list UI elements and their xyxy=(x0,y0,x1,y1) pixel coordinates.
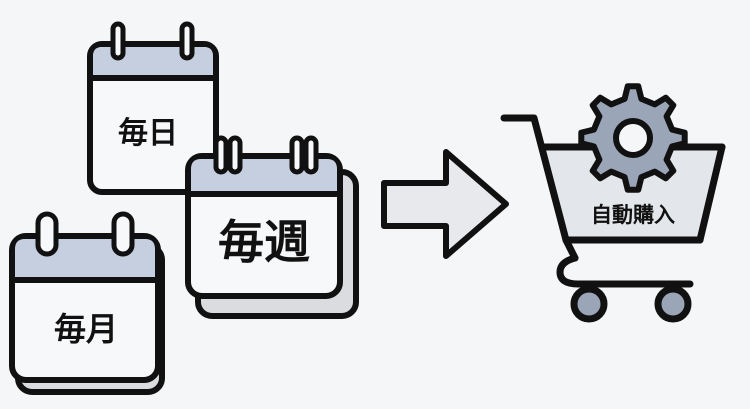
calendar-weekly-ring-1 xyxy=(213,135,229,175)
cart-wheel-left xyxy=(570,285,608,323)
calendar-daily-label: 毎日 xyxy=(118,116,178,151)
calendar-weekly-label: 毎週 xyxy=(218,215,310,269)
calendar-weekly-ring-2 xyxy=(227,135,243,175)
right-arrow-icon xyxy=(381,149,509,259)
calendar-weekly-ring-4 xyxy=(303,135,319,175)
shopping-cart-icon: 自動購入 xyxy=(500,83,726,323)
calendar-monthly-ring-right xyxy=(111,211,135,257)
calendar-daily-ring-left xyxy=(110,21,126,61)
gear-icon xyxy=(578,83,688,193)
calendar-daily: 毎日 xyxy=(87,21,219,195)
calendar-weekly-ring-3 xyxy=(289,135,305,175)
calendar-monthly: 毎月 xyxy=(9,211,165,395)
calendar-daily-ring-right xyxy=(179,21,195,61)
cart-wheel-right xyxy=(654,285,692,323)
calendar-monthly-ring-left xyxy=(35,211,59,257)
calendar-weekly: 毎週 xyxy=(185,135,359,319)
cart-label: 自動購入 xyxy=(591,203,675,227)
cart-right-side xyxy=(696,143,726,244)
cart-handle xyxy=(500,114,579,262)
calendar-monthly-label: 毎月 xyxy=(54,310,118,348)
gear-hole xyxy=(613,118,653,158)
cart-base-frame xyxy=(556,254,694,288)
cart-basket xyxy=(544,147,722,240)
